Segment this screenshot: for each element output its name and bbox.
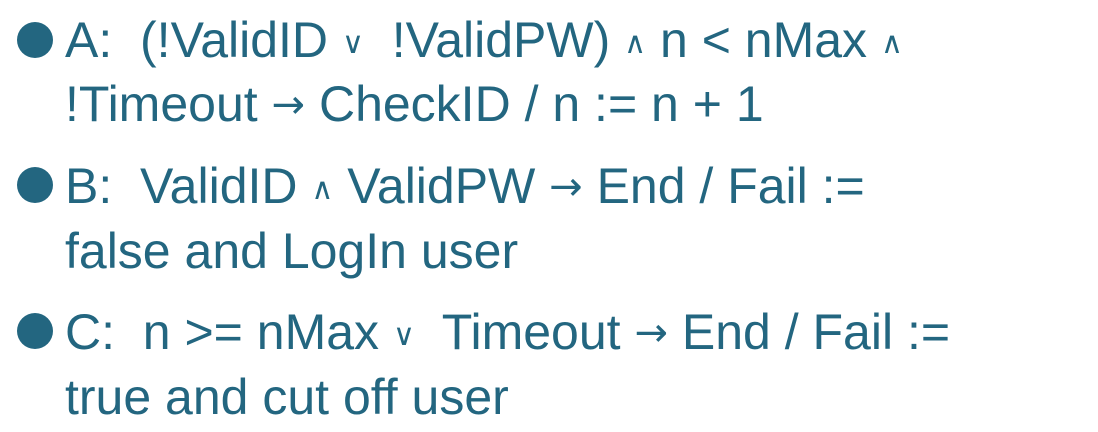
bullet-dot-icon	[17, 167, 53, 203]
logical-or-symbol: ∨	[392, 318, 415, 353]
text-run: false and LogIn user	[65, 223, 519, 279]
right-arrow-symbol: →	[634, 310, 668, 356]
bullet-a-line-2: !Timeout → CheckID / n := n + 1	[65, 76, 764, 133]
logical-and-symbol: ∧	[624, 26, 647, 61]
text-run: true and cut off user	[65, 369, 509, 425]
bullet-dot-icon	[17, 22, 53, 58]
bullet-b-line-2: false and LogIn user	[65, 223, 518, 279]
bullet-c-line-1: C: n >= nMax ∨ Timeout → End / Fail :=	[65, 304, 950, 364]
bullet-dot-icon	[17, 313, 53, 349]
text-run: C: n >= nMax	[65, 304, 393, 360]
text-run: !ValidPW)	[363, 12, 625, 68]
text-run: CheckID / n := n + 1	[305, 76, 764, 132]
logical-or-symbol: ∨	[341, 26, 364, 61]
text-run: B: ValidID	[65, 158, 312, 214]
right-arrow-symbol: →	[271, 82, 306, 128]
text-run: ValidPW	[333, 158, 550, 214]
bullet-b-line-1: B: ValidID ∧ ValidPW → End / Fail :=	[65, 158, 865, 218]
bullet-a-line-1: A: (!ValidID ∨ !ValidPW) ∧ n < nMax ∧	[65, 12, 903, 72]
text-run: !Timeout	[65, 76, 272, 132]
text-run: End / Fail :=	[667, 304, 951, 360]
text-run: End / Fail :=	[582, 158, 865, 214]
text-run: Timeout	[414, 304, 635, 360]
bullet-c-line-2: true and cut off user	[65, 369, 509, 425]
logical-and-symbol: ∧	[880, 26, 903, 61]
text-run: n < nMax	[646, 12, 881, 68]
right-arrow-symbol: →	[549, 164, 583, 210]
logical-and-symbol: ∧	[311, 172, 334, 207]
text-run: A: (!ValidID	[65, 12, 342, 68]
